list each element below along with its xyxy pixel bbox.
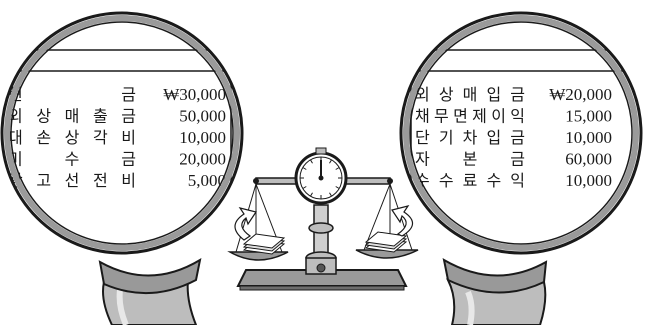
left-pan [227, 183, 289, 261]
left-account-amount: 10,000 [179, 128, 226, 147]
money-stack-icon [242, 233, 286, 255]
right-account-label: 수수료수익 [415, 171, 525, 190]
left-account-amount: 20,000 [179, 150, 226, 169]
dial-tick [329, 192, 332, 197]
right-account-amount: 60,000 [565, 150, 612, 169]
dial-tick [335, 167, 340, 170]
right-pan [355, 183, 419, 259]
left-account-label: 외상매출금 [8, 107, 136, 126]
balance-scale-icon [227, 147, 419, 291]
dial-tick [329, 159, 332, 164]
dial-tick [302, 186, 307, 189]
left-account-label: 대손상각비 [8, 128, 136, 147]
left-account-amount: 5,000 [188, 171, 226, 190]
right-account-amount: 10,000 [565, 171, 612, 190]
right-account-amount: ₩20,000 [549, 85, 612, 104]
right-account-label: 외상매입금 [415, 85, 525, 104]
right-account-label: 단기차입금 [415, 128, 525, 147]
right-account-amount: 15,000 [565, 107, 612, 126]
left-account-amount: 50,000 [179, 107, 226, 126]
left-account-label: 광고선전비 [8, 171, 136, 190]
curved-arrow-icon [391, 205, 414, 237]
dial-tick [302, 167, 307, 170]
left-account-amount: ₩30,000 [163, 85, 226, 104]
curved-arrow-icon [234, 207, 257, 241]
dial-tick [335, 186, 340, 189]
money-stack-icon [364, 231, 408, 253]
dial-tick [310, 192, 313, 197]
dial-gauge-icon [294, 147, 348, 205]
right-account-amount: 10,000 [565, 128, 612, 147]
dial-tick [310, 159, 313, 164]
